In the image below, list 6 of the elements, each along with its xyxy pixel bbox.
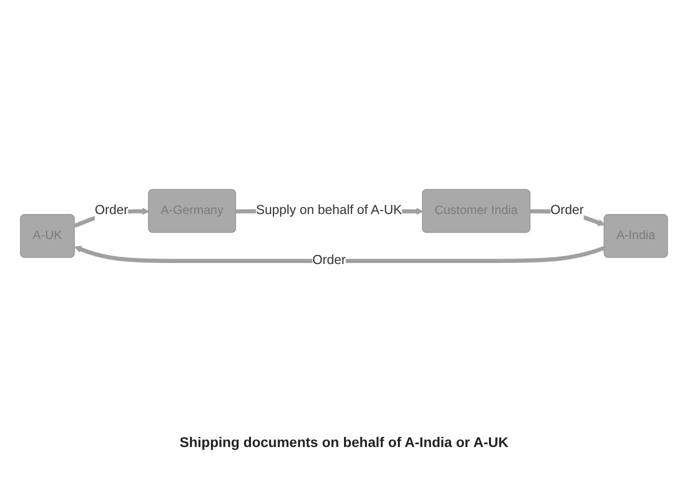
note-text: Shipping documents on behalf of A-India or A-UK [180,434,508,450]
edge-label: Order [94,203,128,218]
arrow [74,246,606,263]
edge-label: Order [550,203,584,218]
edge-label: Order [312,253,346,268]
edge-label: Supply on behalf of A-UK [256,203,402,218]
